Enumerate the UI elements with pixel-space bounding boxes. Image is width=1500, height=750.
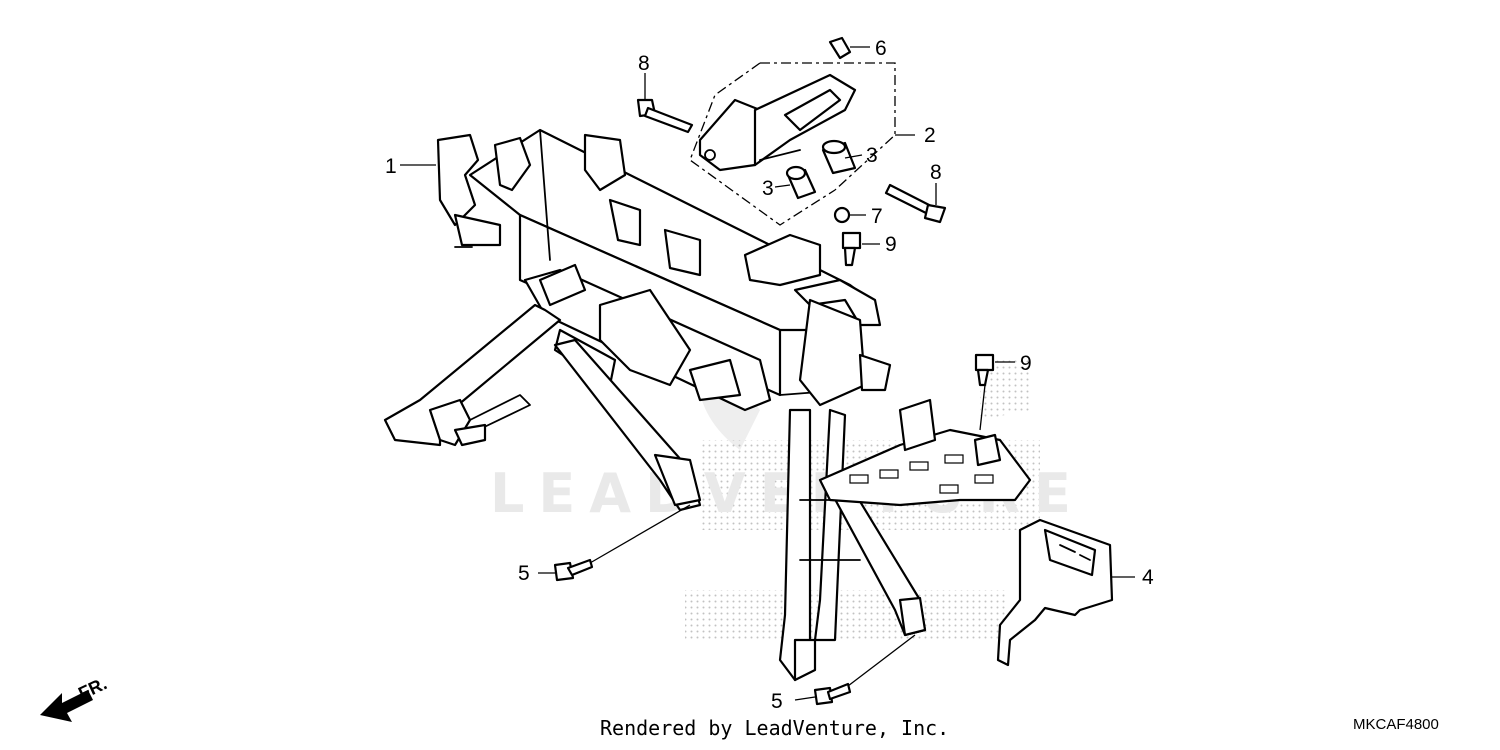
bolt-5-parts [553,558,852,706]
callout-8-right: 8 [930,161,942,184]
main-frame-part [383,128,927,682]
flange-bolt-parts [841,231,995,387]
callout-5-bottom: 5 [771,690,783,713]
callout-9-upper: 9 [885,233,897,256]
callout-3-lower: 3 [762,177,774,200]
callout-8-left: 8 [638,52,650,75]
render-credit: Rendered by LeadVenture, Inc. [600,716,950,740]
bolt-parts [636,98,947,224]
callout-5-left: 5 [518,562,530,585]
callout-6: 6 [875,37,887,60]
front-arrow-icon [40,690,93,722]
diagram-code: MKCAF4800 [1353,716,1439,733]
cover-bracket-part [996,518,1114,667]
front-direction-indicator: FR. [40,673,110,722]
leader-lines [400,46,1135,701]
callout-2: 2 [924,124,936,147]
callout-9-lower: 9 [1020,352,1032,375]
bracket-assembly-part [698,73,857,172]
callout-4: 4 [1142,566,1154,589]
clip-part [828,36,852,60]
callout-7: 7 [871,205,883,228]
spacer-parts [785,139,857,200]
mounting-plate-part [818,398,1032,507]
callout-3-upper: 3 [866,144,878,167]
nut-part [833,206,851,224]
callout-1: 1 [385,155,397,178]
callout-labels: 1 2 3 3 4 5 5 6 7 8 8 9 9 [385,37,1154,713]
